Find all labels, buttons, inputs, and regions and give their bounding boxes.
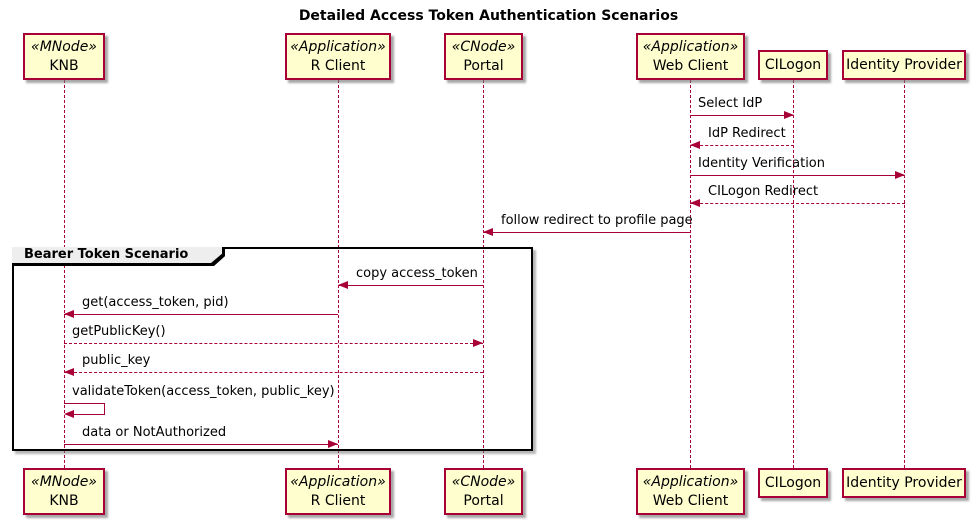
- participant-stereotype: «Application»: [290, 38, 386, 55]
- participant-stereotype: «CNode»: [451, 473, 516, 490]
- participant-name: Portal: [463, 57, 504, 74]
- lifeline-cilogon: [793, 80, 794, 468]
- participant-stereotype: «Application»: [642, 473, 739, 490]
- message-label: data or NotAuthorized: [82, 425, 227, 440]
- message-line: [690, 145, 794, 146]
- message-line: [690, 175, 905, 176]
- participant-bottom-r-client: «Application» R Client: [285, 468, 391, 515]
- lifeline-r-client: [338, 80, 339, 468]
- fragment-label: Bearer Token Scenario: [12, 247, 222, 263]
- arrowhead-left-icon: [338, 281, 348, 289]
- participant-name: KNB: [49, 492, 79, 509]
- message-line: [104, 403, 105, 414]
- participant-name: CILogon: [764, 56, 822, 73]
- message-label: follow redirect to profile page: [501, 213, 693, 228]
- lifeline-identity-provider: [904, 80, 905, 468]
- participant-top-knb: «MNode» KNB: [23, 33, 105, 80]
- participant-bottom-portal: «CNode» Portal: [444, 468, 523, 515]
- participant-name: Web Client: [652, 492, 729, 509]
- participant-name: R Client: [310, 57, 366, 74]
- message-line: [64, 444, 338, 445]
- participant-stereotype: «MNode»: [31, 473, 97, 490]
- fragment-header: Bearer Token Scenario: [12, 247, 225, 266]
- arrowhead-right-icon: [784, 111, 794, 119]
- participant-name: CILogon: [764, 474, 822, 491]
- message-label: Identity Verification: [698, 156, 825, 171]
- arrowhead-left-icon: [483, 228, 493, 236]
- message-label: getPublicKey(): [72, 324, 166, 339]
- message-label: get(access_token, pid): [82, 295, 229, 310]
- lifeline-web-client: [690, 80, 691, 468]
- message-label: validateToken(access_token, public_key): [72, 384, 335, 399]
- participant-stereotype: «MNode»: [31, 38, 97, 55]
- arrowhead-left-icon: [690, 199, 700, 207]
- participant-stereotype: «Application»: [290, 473, 386, 490]
- participant-name: Identity Provider: [846, 56, 962, 73]
- message-line: [73, 414, 105, 415]
- message-label: public_key: [82, 353, 151, 368]
- participant-name: Identity Provider: [846, 474, 962, 491]
- diagram-title: Detailed Access Token Authentication Sce…: [298, 8, 679, 24]
- message-line: [64, 314, 338, 315]
- message-label: IdP Redirect: [708, 126, 786, 141]
- lifeline-portal: [483, 80, 484, 468]
- arrowhead-right-icon: [328, 440, 338, 448]
- arrowhead-right-icon: [895, 171, 905, 179]
- message-line: [64, 372, 483, 373]
- arrowhead-right-icon: [473, 339, 483, 347]
- arrowhead-left-icon: [64, 410, 74, 418]
- participant-name: Web Client: [652, 57, 729, 74]
- fragment-bearer-token-scenario: Bearer Token Scenario: [12, 247, 533, 451]
- message-label: CILogon Redirect: [708, 184, 819, 199]
- participant-bottom-cilogon: CILogon: [758, 468, 828, 498]
- participant-bottom-web-client: «Application» Web Client: [636, 468, 745, 515]
- participant-top-cilogon: CILogon: [758, 50, 828, 80]
- participant-top-identity-provider: Identity Provider: [842, 50, 966, 80]
- message-line: [64, 343, 483, 344]
- participant-top-web-client: «Application» Web Client: [636, 33, 745, 80]
- participant-name: R Client: [310, 492, 366, 509]
- participant-top-portal: «CNode» Portal: [444, 33, 523, 80]
- participant-top-r-client: «Application» R Client: [285, 33, 391, 80]
- arrowhead-left-icon: [690, 141, 700, 149]
- message-line: [338, 285, 483, 286]
- arrowhead-left-icon: [64, 310, 74, 318]
- participant-stereotype: «CNode»: [451, 38, 516, 55]
- message-line: [690, 203, 905, 204]
- participant-stereotype: «Application»: [642, 38, 739, 55]
- arrowhead-left-icon: [64, 368, 74, 376]
- message-line: [64, 403, 105, 404]
- message-label: copy access_token: [356, 266, 478, 281]
- participant-name: Portal: [463, 492, 504, 509]
- participant-name: KNB: [49, 57, 79, 74]
- participant-bottom-knb: «MNode» KNB: [23, 468, 105, 515]
- participant-bottom-identity-provider: Identity Provider: [842, 468, 966, 498]
- lifeline-knb: [64, 80, 65, 468]
- message-line: [483, 232, 690, 233]
- message-line: [690, 115, 794, 116]
- message-label: Select IdP: [698, 96, 763, 111]
